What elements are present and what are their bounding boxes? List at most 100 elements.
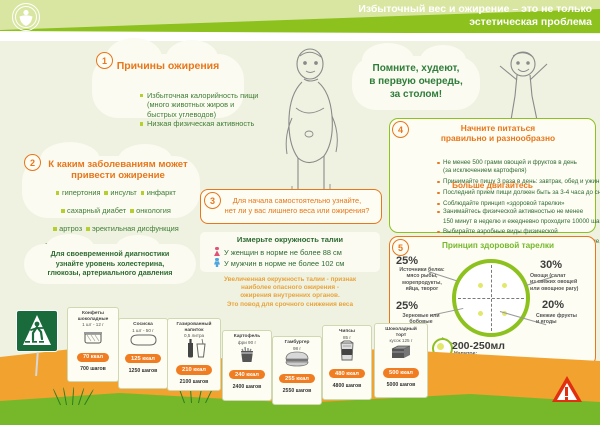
remember-cloud: Помните, худеют, в первую очередь, за ст…: [352, 43, 480, 110]
note-line: узнайте уровень холестерина,: [55, 258, 165, 268]
section-3-number: 3: [204, 192, 221, 209]
remember-line1: Помните, худеют,: [372, 63, 460, 74]
food-portion: фри 90 г: [237, 339, 257, 345]
label-line: мясо рыбы,: [406, 273, 438, 280]
food-name: Конфеты шоколадные: [68, 311, 118, 322]
healthy-plate-diagram: [452, 259, 530, 337]
section-1-title: Причины ожирения: [116, 60, 220, 72]
section-1-bullets: Избыточная калорийность пищи (много живо…: [100, 91, 282, 129]
candy-icon: [84, 332, 102, 344]
plate-percent-bottom-left: 25%: [396, 300, 419, 312]
food-kcal-badge: 240 ккал: [229, 369, 265, 380]
warning-triangle-icon: [552, 376, 582, 403]
plate-dot: [478, 311, 483, 316]
remember-text: Помните, худеют, в первую очередь, за ст…: [352, 62, 480, 101]
male-icon: [214, 258, 220, 267]
food-portion: 98 г: [292, 345, 302, 351]
label-line: и ягоды: [536, 319, 557, 326]
section-4-title-line2: правильно и разнообразно: [440, 133, 556, 143]
food-portion: кусок 125 г: [389, 338, 413, 344]
list-item: быстрых углеводов): [147, 109, 217, 119]
food-steps: 2100 шагов: [179, 379, 209, 386]
header-wave-divider: [0, 31, 600, 41]
plate-label-bottom-left: Зерновые или бобовые: [393, 313, 449, 326]
plate-label-bottom-right: Свежие фрукты и ягоды: [536, 313, 592, 326]
section-4-title: Начните питаться правильно и разнообразн…: [408, 123, 588, 143]
list-item: Избыточная калорийность пищи: [140, 91, 282, 100]
food-name-line: Газированный: [176, 322, 212, 327]
food-steps: 4800 шагов: [332, 382, 362, 389]
food-portion: 85 г: [342, 334, 352, 340]
section-3-line2: нет ли у вас лишнего веса или ожирения?: [224, 206, 370, 215]
plate-label-top-right: Овощи (салат из свежих овощей или овощно…: [530, 273, 592, 292]
section-1-cloud: Причины ожирения Избыточная калорийность…: [92, 38, 258, 128]
section-2-note-cloud: Для своевременной диагностики узнайте ур…: [24, 234, 196, 284]
section-2-number: 2: [24, 154, 41, 171]
fries-icon: [241, 346, 253, 362]
plate-label-top-left: Источники белка: мясо рыбы, морепродукты…: [393, 267, 451, 293]
note-line: Для своевременной диагностики: [50, 249, 170, 258]
section-3-panel: Для начала самостоятельно узнайте, нет л…: [200, 189, 382, 224]
waist-title: Измерьте окружность талии: [236, 235, 344, 244]
food-name-line: Сосиска: [133, 322, 153, 327]
disease-tag: артроз: [53, 224, 82, 233]
page-title-line1: Избыточный вес и ожирение – это не тольк…: [358, 3, 592, 15]
label-line: бобовые: [393, 319, 449, 325]
health-ministry-logo: [12, 3, 40, 31]
food-portion: 0,5 литра: [183, 333, 205, 339]
section-1-number: 1: [96, 52, 113, 69]
waist-warning-note: Увеличенная окружность талии - признак н…: [200, 276, 380, 309]
food-name: Чипсы: [323, 329, 371, 335]
page-title-line2: эстетическая проблема: [469, 16, 592, 28]
plate-dot: [502, 283, 507, 288]
food-kcal-badge: 210 ккал: [176, 365, 212, 375]
list-item: Выбирайте аэробные виды физической: [436, 228, 600, 236]
plate-percent-bottom-right: 20%: [542, 299, 565, 311]
food-steps: 2550 шагов: [282, 387, 312, 394]
food-name: Картофель: [223, 334, 271, 340]
food-name-line: напиток: [184, 327, 204, 333]
page-title: Избыточный вес и ожирение – это не тольк…: [262, 3, 592, 29]
food-card: Картофель фри 90 г 240 ккал 2400 шагов: [222, 330, 272, 401]
section-2-title: К каким заболеваниям может привести ожир…: [36, 159, 200, 181]
section-4-panel: Начните питаться правильно и разнообразн…: [389, 118, 600, 255]
section-5-title: Принцип здоровой тарелки: [441, 241, 555, 250]
label-line: Источники белка:: [399, 267, 445, 273]
label-line: или овощное рагу): [530, 285, 579, 292]
sausage-icon: [130, 334, 157, 346]
waist-men-text: У мужчин в норме не более 102 см: [224, 259, 345, 268]
list-item: Не менее 500 грамм овощей и фруктов в де…: [436, 159, 600, 167]
remember-line3: за столом!: [389, 89, 443, 100]
disease-tag: гипертония: [56, 188, 101, 197]
food-kcal-badge: 125 ккал: [125, 353, 161, 364]
food-card: Сосиска 1 шт - 50 г 125 ккал 1250 шагов: [118, 318, 168, 389]
section-4-number: 4: [392, 121, 409, 138]
remember-line2: в первую очередь,: [369, 76, 463, 87]
drink-volume: 200-250мл: [452, 340, 505, 352]
waist-men-row: У мужчин в норме не более 102 см: [214, 258, 344, 268]
plate-percent-top-left: 25%: [396, 255, 419, 267]
food-portion: 1 шт - 12 г: [82, 322, 104, 328]
food-steps: 1250 шагов: [128, 367, 158, 374]
food-name-line: шоколадные: [77, 316, 109, 322]
section-3-text: Для начала самостоятельно узнайте, нет л…: [217, 196, 377, 216]
section-4-bullets: Не менее 500 грамм овощей и фруктов в де…: [396, 159, 600, 211]
section-4-subtitle: Больше двигайтесь: [452, 181, 533, 190]
food-kcal-badge: 255 ккал: [279, 373, 315, 384]
cake-icon: [391, 345, 411, 359]
plate-dot: [502, 311, 507, 316]
warning-line: Это повод для срочного снижения веса: [226, 300, 354, 308]
waist-measure-box: Измерьте окружность талии У женщин в нор…: [200, 232, 380, 272]
happy-person-illustration: [492, 44, 554, 124]
list-item: Низкая физическая активность: [140, 119, 282, 128]
female-icon: [214, 247, 220, 256]
label-line: морепродукты,: [402, 279, 442, 286]
food-name: Гамбургер: [273, 340, 321, 346]
warning-line: Увеличенная окружность талии - признак: [223, 276, 357, 283]
waist-women-row: У женщин в норме не более 88 см: [214, 247, 342, 257]
obese-person-illustration: [278, 46, 348, 206]
disease-tag: инсульт: [104, 188, 136, 197]
